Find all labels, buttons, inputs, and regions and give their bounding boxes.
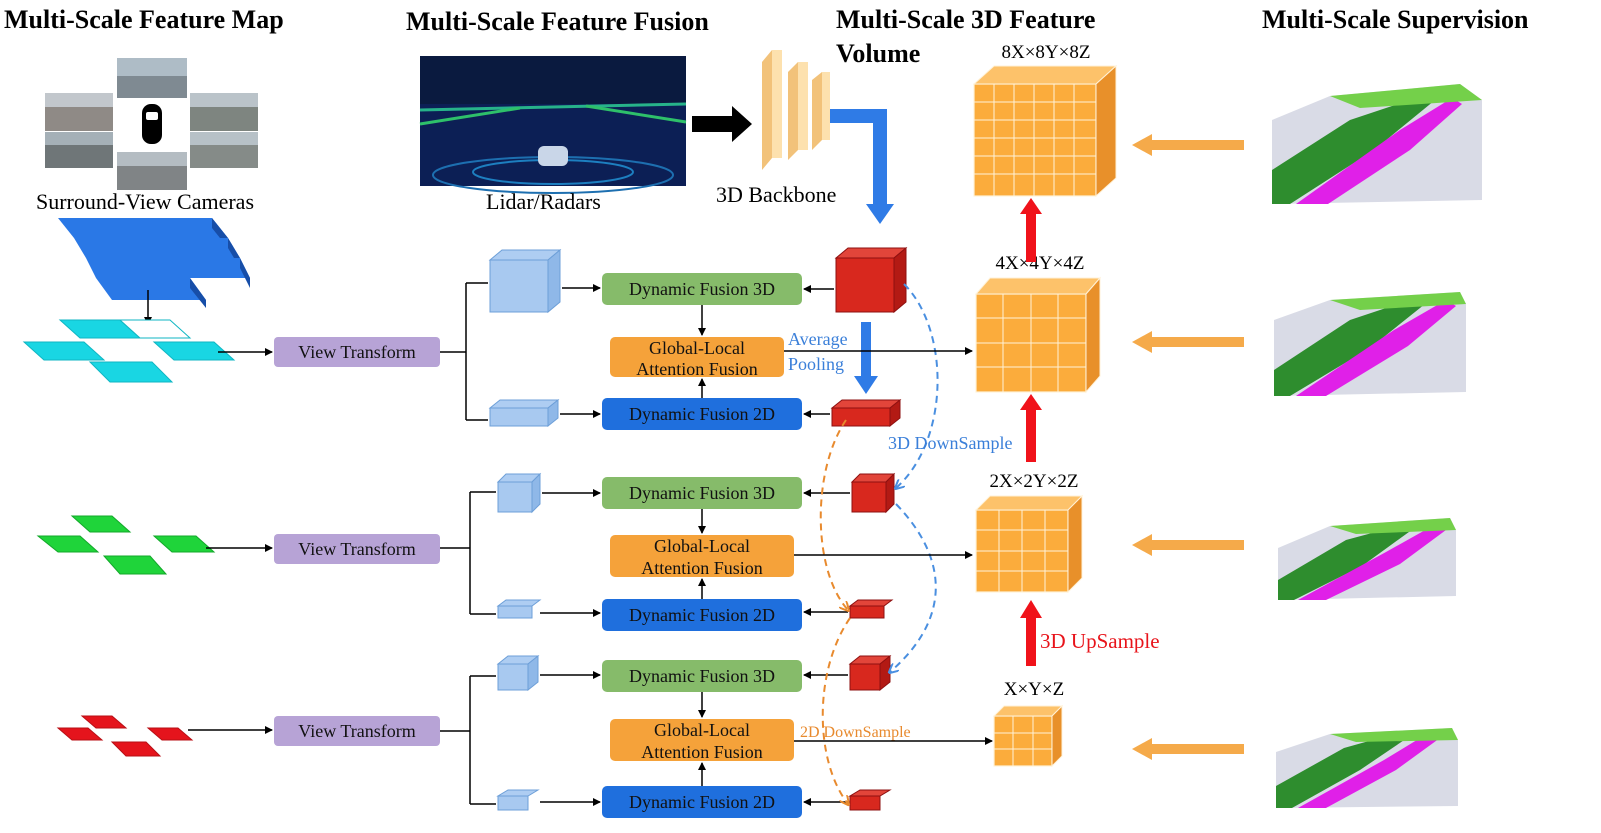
- gla-fusion-1: Global-Local Attention Fusion: [610, 337, 784, 379]
- title-feature-fusion: Multi-Scale Feature Fusion: [406, 7, 709, 36]
- dynamic-fusion-2d-1: Dynamic Fusion 2D: [602, 398, 802, 430]
- view-transform-2: View Transform: [274, 534, 440, 564]
- camera-feature-cubes: [488, 248, 562, 811]
- volume-1x-label: X×Y×Z: [1004, 679, 1064, 700]
- downsample-2d-arrow-1: [819, 419, 848, 610]
- view-transform-3-label: View Transform: [298, 721, 415, 741]
- downsample-3d-arrow-1: [896, 283, 939, 488]
- gla-fusion-3: Global-Local Attention Fusion: [610, 719, 794, 762]
- dynamic-fusion-2d-3: Dynamic Fusion 2D: [602, 786, 802, 818]
- feature-map-cyan: [22, 319, 236, 383]
- downsample-3d-arrow-2: [890, 503, 937, 672]
- feature-map-red: [56, 715, 194, 757]
- car-icon: [142, 104, 162, 144]
- occupancy-ground-truth-2: [1274, 292, 1466, 396]
- supervision-arrows: [1132, 134, 1244, 760]
- dynamic-fusion-2d-3-label: Dynamic Fusion 2D: [629, 792, 775, 812]
- lidar-to-backbone-arrow: [692, 106, 752, 142]
- gla-fusion-1-line2: Attention Fusion: [636, 359, 758, 379]
- lidar-feature-cubes: [830, 246, 908, 811]
- lidar-label: Lidar/Radars: [486, 189, 601, 214]
- image-backbone-layers: [58, 218, 250, 308]
- view-transform-3: View Transform: [274, 716, 440, 746]
- dynamic-fusion-2d-2: Dynamic Fusion 2D: [602, 599, 802, 631]
- title-volume-line1: Multi-Scale 3D Feature: [836, 5, 1095, 34]
- dynamic-fusion-2d-2-label: Dynamic Fusion 2D: [629, 605, 775, 625]
- feature-map-green: [36, 515, 216, 575]
- title-feature-map: Multi-Scale Feature Map: [4, 5, 284, 34]
- gla-fusion-2-line2: Attention Fusion: [641, 558, 763, 578]
- dynamic-fusion-3d-1-label: Dynamic Fusion 3D: [629, 279, 775, 299]
- surround-view-camera-images: [45, 58, 258, 190]
- title-supervision: Multi-Scale Supervision: [1262, 5, 1529, 34]
- dynamic-fusion-3d-3-label: Dynamic Fusion 3D: [629, 666, 775, 686]
- volume-2x: [974, 494, 1084, 594]
- occupancy-ground-truth-1: [1272, 84, 1482, 204]
- gla-fusion-3-line1: Global-Local: [654, 720, 750, 740]
- backbone-3d-icon: [762, 50, 830, 170]
- dynamic-fusion-3d-2: Dynamic Fusion 3D: [602, 477, 802, 509]
- occupancy-ground-truth-3: [1278, 518, 1456, 600]
- volume-4x: [974, 276, 1102, 394]
- backbone-label: 3D Backbone: [716, 182, 836, 207]
- volume-8x-label: 8X×8Y×8Z: [1002, 42, 1091, 63]
- gla-fusion-2: Global-Local Attention Fusion: [610, 535, 794, 578]
- lidar-point-cloud-image: [419, 56, 687, 194]
- backbone-to-lidar-cube-arrow: [830, 109, 887, 204]
- gla-fusion-3-line2: Attention Fusion: [641, 742, 763, 762]
- view-transform-2-label: View Transform: [298, 539, 415, 559]
- fusion-to-volume-arrows: [784, 347, 993, 745]
- title-volume-line2: Volume: [836, 39, 920, 68]
- volume-1x: [992, 704, 1064, 768]
- downsample-2d-arrow-2: [821, 617, 851, 804]
- upsample-3d-label: 3D UpSample: [1040, 629, 1160, 653]
- average-pooling-line2: Pooling: [788, 354, 844, 374]
- dynamic-fusion-3d-3: Dynamic Fusion 3D: [602, 660, 802, 692]
- dynamic-fusion-3d-1: Dynamic Fusion 3D: [602, 273, 802, 305]
- gla-fusion-2-line1: Global-Local: [654, 536, 750, 556]
- view-transform-1: View Transform: [274, 337, 440, 367]
- view-transform-branches: [440, 282, 496, 805]
- downsample-3d-label: 3D DownSample: [888, 433, 1013, 453]
- cameras-label: Surround-View Cameras: [36, 189, 254, 214]
- view-transform-1-label: View Transform: [298, 342, 415, 362]
- upsample-arrows: [1020, 198, 1042, 666]
- volume-8x: [972, 64, 1118, 198]
- volume-2x-label: 2X×2Y×2Z: [990, 471, 1079, 492]
- dynamic-fusion-3d-2-label: Dynamic Fusion 3D: [629, 483, 775, 503]
- cube-to-fusion-arrows: [540, 284, 601, 806]
- volume-4x-label: 4X×4Y×4Z: [996, 253, 1085, 274]
- gla-fusion-1-line1: Global-Local: [649, 338, 745, 358]
- downsample-2d-label: 2D DownSample: [800, 724, 911, 741]
- average-pooling-line1: Average: [788, 329, 848, 349]
- dynamic-fusion-2d-1-label: Dynamic Fusion 2D: [629, 404, 775, 424]
- occupancy-ground-truth-4: [1276, 728, 1458, 808]
